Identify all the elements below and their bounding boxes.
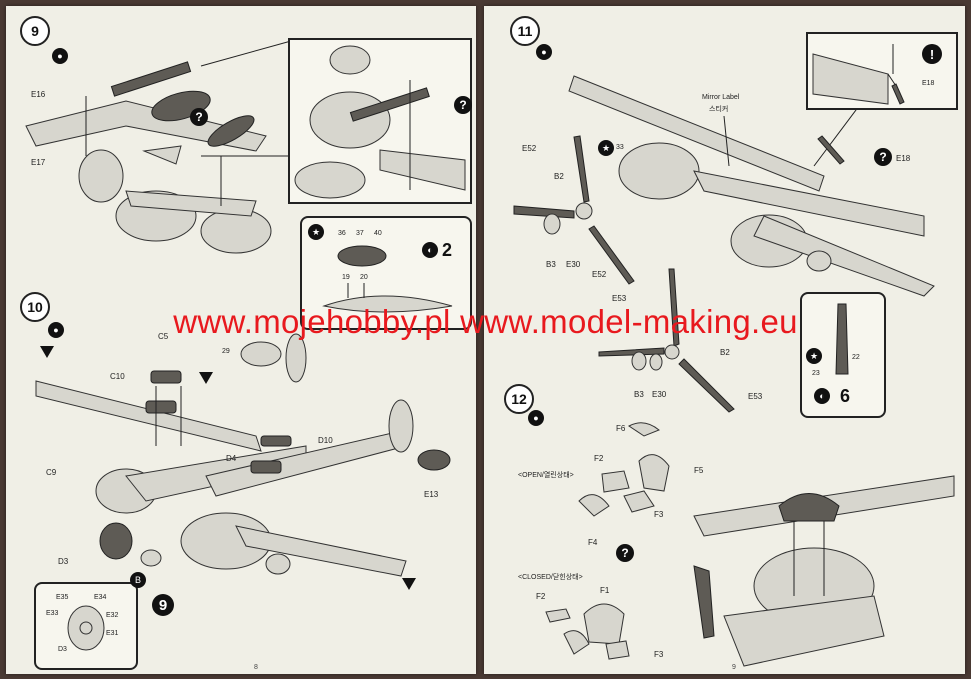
mirror-label-text: Mirror Label — [702, 94, 740, 101]
page-number-left: 8 — [254, 664, 258, 671]
label-e30-bottom: E30 — [652, 390, 667, 399]
part-36: 36 — [338, 230, 346, 237]
step-10-detail-box: E35 E34 E33 E32 E31 D3 — [34, 582, 138, 670]
canopy-closed-label: <CLOSED/닫힌상태> — [518, 574, 583, 581]
propeller-option-box: ★ 22 23 ◐ 6 — [800, 292, 886, 418]
star-option-icon: ★ — [308, 224, 324, 240]
bomb-option-box: ★ 36 37 40 19 20 ◐ 2 — [300, 216, 472, 330]
optional-part-icon: ? — [190, 108, 208, 126]
label-e31: E31 — [106, 630, 119, 637]
label-b2-bottom: B2 — [720, 348, 730, 357]
part-23: 23 — [812, 370, 820, 377]
label-e34: E34 — [94, 594, 107, 601]
label-f6: F6 — [616, 424, 626, 433]
label-f3-closed: F3 — [654, 650, 664, 659]
star-option-icon: ★ — [598, 140, 614, 156]
canopy-open-label: <OPEN/열린상태> — [518, 472, 574, 479]
mirror-detail-drawing — [812, 44, 905, 105]
canopy-open-drawing — [578, 422, 670, 517]
optional-part-icon: ? — [616, 544, 634, 562]
mirror-label-korean: 스티커 — [709, 106, 729, 113]
right-instruction-page: 11 ● Mirror Label 스티커 E52 B2 B3 E30 E52 … — [484, 6, 965, 674]
label-c10: C10 — [110, 372, 125, 381]
step-9-detail-box: ? — [288, 38, 472, 204]
label-d3: D3 — [58, 557, 69, 566]
d3-detail-drawing — [67, 605, 105, 651]
part-22: 22 — [852, 354, 860, 361]
decal-icon: ◐ — [422, 242, 438, 258]
label-e52-bottom: E52 — [592, 270, 607, 279]
label-b3-top: B3 — [546, 260, 556, 269]
step-11-detail-box: ! E18 — [806, 32, 958, 110]
paint-code-icon — [199, 372, 213, 384]
label-f2-closed: F2 — [536, 592, 546, 601]
propeller-count: 6 — [840, 386, 851, 406]
part-40: 40 — [374, 230, 382, 237]
step-9-aircraft-drawing — [25, 40, 292, 254]
glue-icon: ● — [528, 410, 544, 426]
letter-b-marker: B — [130, 572, 146, 588]
propeller-blade-drawing — [835, 303, 849, 375]
label-e16: E16 — [31, 90, 46, 99]
label-e30-top: E30 — [566, 260, 581, 269]
step-10-badge: 10 — [20, 292, 50, 322]
label-d10: D10 — [318, 436, 333, 445]
label-e35: E35 — [56, 594, 69, 601]
label-e18-main: E18 — [896, 154, 911, 163]
decal-icon: ◐ — [814, 388, 830, 404]
warning-icon: ! — [922, 44, 942, 64]
step-12-aircraft-drawing — [693, 475, 955, 667]
label-e13: E13 — [424, 490, 439, 499]
label-f4: F4 — [588, 538, 598, 547]
label-e17: E17 — [31, 158, 46, 167]
optional-part-icon: ? — [874, 148, 892, 166]
canopy-closed-drawing — [545, 603, 630, 660]
glue-icon: ● — [48, 322, 64, 338]
label-f5: F5 — [694, 466, 704, 475]
label-f2-open: F2 — [594, 454, 604, 463]
part-19: 19 — [342, 274, 350, 281]
label-e53-top: E53 — [612, 294, 627, 303]
watermark-text: www.mojehobby.pl www.model-making.eu — [173, 303, 798, 340]
lower-propeller-drawing — [598, 268, 735, 413]
sub-step-9-marker: 9 — [152, 594, 174, 616]
paint-code-icon — [40, 346, 54, 358]
part-37: 37 — [356, 230, 364, 237]
page-number-right: 9 — [732, 664, 736, 671]
label-e33: E33 — [46, 610, 59, 617]
step-12-badge: 12 — [504, 384, 534, 414]
part-20: 20 — [360, 274, 368, 281]
label-ref-29: 29 — [222, 348, 230, 355]
glue-icon: ● — [536, 44, 552, 60]
step-11-badge: 11 — [510, 16, 540, 46]
bomb-count: 2 — [442, 240, 453, 260]
detail-fuselage-drawing — [294, 45, 466, 199]
optional-part-icon: ? — [454, 96, 472, 114]
label-f1: F1 — [600, 586, 610, 595]
step-10-aircraft-drawing — [35, 333, 451, 577]
label-e18-box: E18 — [922, 80, 935, 87]
label-b2-top: B2 — [554, 172, 564, 181]
label-c5: C5 — [158, 332, 169, 341]
label-c9: C9 — [46, 468, 57, 477]
left-instruction-page: 9 ● E16 E17 ? ? ★ 36 37 40 — [6, 6, 476, 674]
paint-code-icon — [402, 578, 416, 590]
step-11-aircraft-drawing — [513, 75, 935, 297]
label-b3-bottom: B3 — [634, 390, 644, 399]
glue-icon: ● — [52, 48, 68, 64]
bomb-drawing — [322, 245, 453, 313]
star-option-icon: ★ — [806, 348, 822, 364]
label-d3-detail: D3 — [58, 646, 67, 653]
mirror-part-drawing — [817, 135, 845, 165]
label-e52-top: E52 — [522, 144, 537, 153]
label-ref-33: 33 — [616, 144, 624, 151]
label-e32: E32 — [106, 612, 119, 619]
step-9-badge: 9 — [20, 16, 50, 46]
label-d4: D4 — [226, 454, 237, 463]
label-f3-open: F3 — [654, 510, 664, 519]
label-e53-bottom: E53 — [748, 392, 763, 401]
